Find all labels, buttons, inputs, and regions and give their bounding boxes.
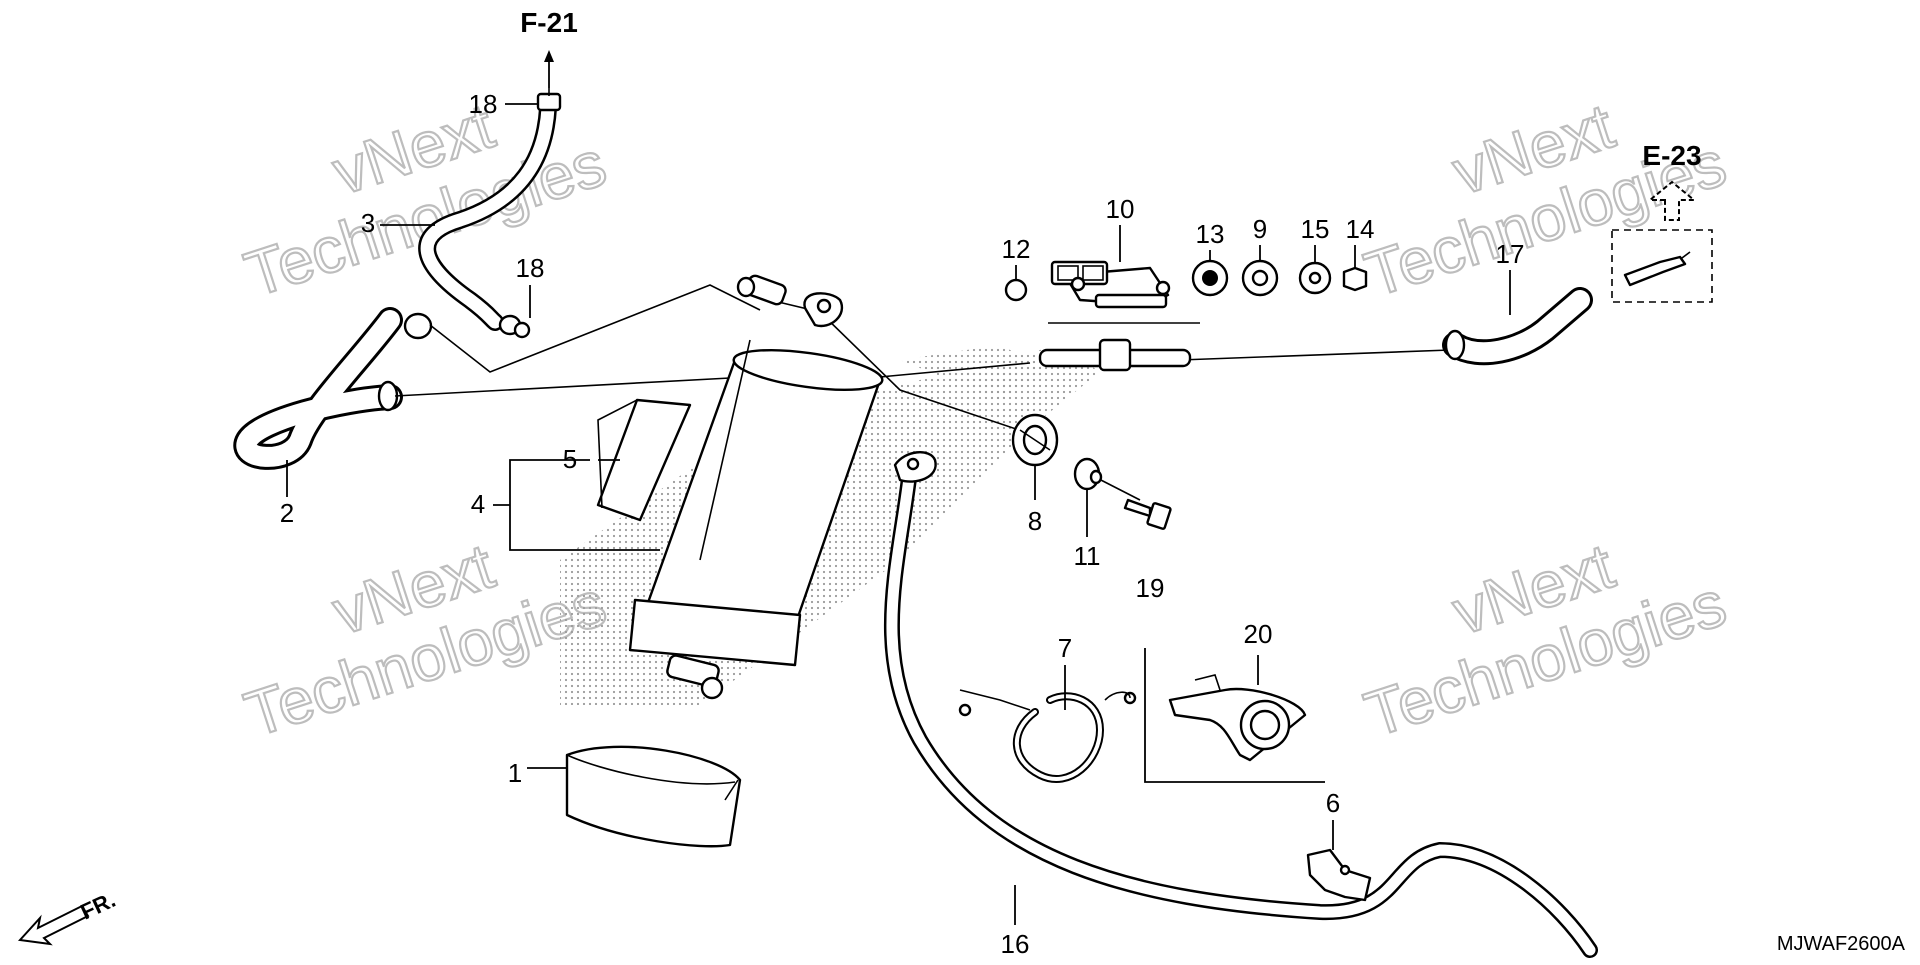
hose-3 [418,99,557,331]
hose-17 [1442,180,1713,366]
canister [628,274,884,700]
connection-lines [394,284,1451,501]
front-direction-arrow: FR. [17,887,119,946]
callout-1: 1 [508,758,522,788]
stay-tube-16 [883,451,1598,958]
callout-7: 7 [1058,633,1072,663]
band-7 [958,689,1137,783]
purge-valve-10 [1038,260,1192,372]
clip-6 [1306,848,1372,902]
callout-11: 11 [1074,541,1101,571]
clip-18-middle [498,314,531,339]
washer-11 [1073,457,1103,491]
hose-2 [233,307,433,470]
clip-18-top [536,88,562,112]
callout-4: 4 [471,489,485,519]
callout-10: 10 [1106,194,1135,224]
washer-set [1004,259,1368,302]
callout-14: 14 [1346,214,1375,244]
diagram-code: MJWAF2600A [1777,933,1906,955]
nut-14 [1342,266,1368,292]
callout-17: 17 [1496,239,1525,269]
callout-20: 20 [1244,619,1273,649]
callout-6: 6 [1326,788,1340,818]
callout-16: 16 [1001,929,1030,959]
band-1 [565,745,742,848]
bolt-12 [1004,278,1028,302]
reference-right: E-23 [1642,140,1701,171]
reference-top: F-21 [520,7,578,38]
callout-3: 3 [361,208,375,238]
mount-8 [1011,413,1059,467]
callout-12: 12 [1002,234,1031,264]
bolt-19 [1123,498,1172,530]
callout-15: 15 [1301,214,1330,244]
callout-2: 2 [280,498,294,528]
clamp-20 [1144,648,1325,783]
leader-lines [286,50,1511,925]
callout-19: 19 [1136,573,1165,603]
callout-5: 5 [563,444,577,474]
callout-9: 9 [1253,214,1267,244]
callout-18: 18 [516,253,545,283]
callout-numbers: 1 2 3 4 5 6 7 8 9 10 11 12 13 14 15 16 1… [280,89,1525,959]
callout-13: 13 [1196,219,1225,249]
callout-18: 18 [469,89,498,119]
heat-shield-5 [596,398,692,522]
callout-8: 8 [1028,506,1042,536]
